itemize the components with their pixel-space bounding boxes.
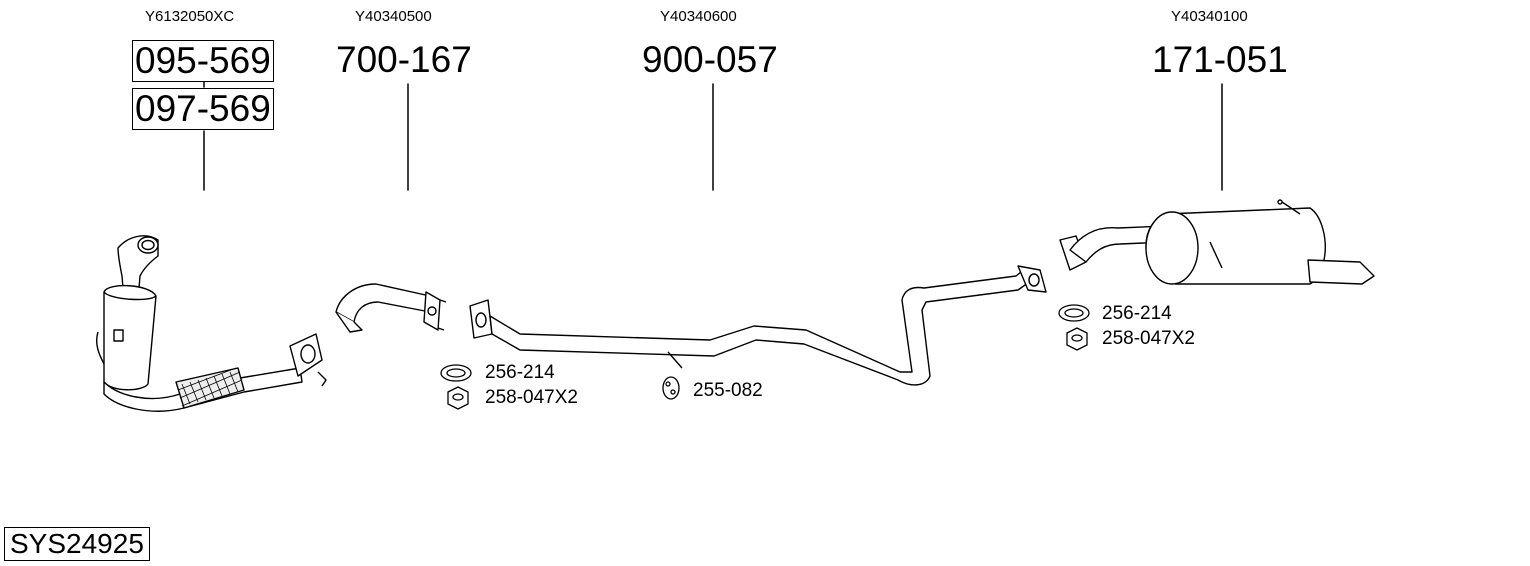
hanger-icon [662, 376, 680, 400]
rear-silencer [1059, 199, 1375, 285]
gasket-front-label[interactable]: 256-214 [485, 362, 555, 383]
nut-rear-icon [1066, 327, 1088, 351]
part-number-rear-silencer[interactable]: 171-051 [1152, 39, 1288, 80]
hanger-label[interactable]: 255-082 [693, 380, 763, 401]
system-code: SYS24925 [4, 527, 150, 561]
nut-front-icon [447, 386, 469, 410]
nut-front-label[interactable]: 258-047X2 [485, 387, 578, 408]
oe-number-front-pipe: Y40340500 [355, 8, 432, 25]
gasket-front-icon [440, 364, 472, 382]
oe-number-catalyst: Y6132050XC [145, 8, 235, 25]
oe-number-middle-pipe: Y40340600 [660, 8, 737, 25]
gasket-rear-label[interactable]: 256-214 [1102, 303, 1172, 324]
gasket-rear-icon [1058, 304, 1090, 322]
catalytic-converter [95, 235, 327, 412]
part-number-front-pipe[interactable]: 700-167 [336, 39, 472, 80]
middle-pipe [469, 265, 1047, 386]
part-number-middle-pipe[interactable]: 900-057 [642, 39, 778, 80]
part-number-catalyst-1[interactable]: 095-569 [132, 40, 274, 82]
nut-rear-label[interactable]: 258-047X2 [1102, 328, 1195, 349]
part-number-catalyst-2[interactable]: 097-569 [132, 88, 274, 130]
oe-number-rear-silencer: Y40340100 [1171, 8, 1248, 25]
front-pipe [335, 283, 447, 333]
